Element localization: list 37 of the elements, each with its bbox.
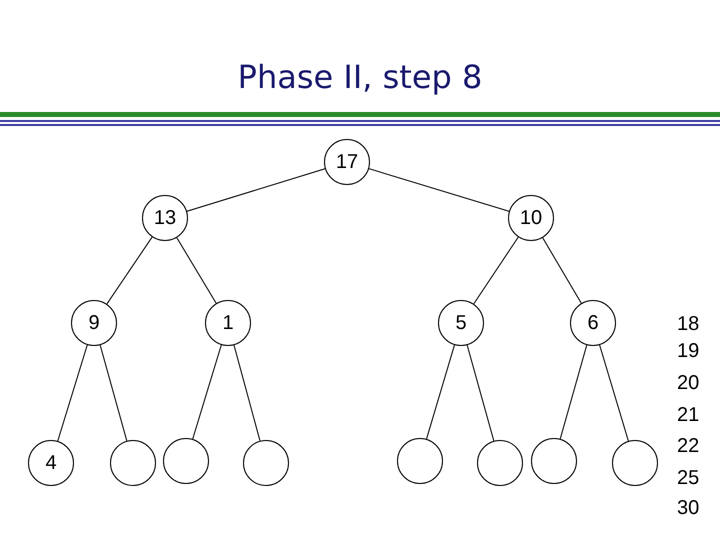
tree-edge: [176, 237, 217, 304]
tree-edge: [599, 344, 629, 442]
tree-node: 10: [508, 195, 554, 241]
sorted-value: 18: [677, 313, 700, 336]
tree-node: 9: [71, 300, 117, 346]
empty-tree-node: [163, 438, 209, 484]
tree-node: 17: [324, 139, 370, 185]
tree-edge: [560, 344, 588, 440]
tree-edge: [466, 344, 494, 442]
tree-node: 6: [570, 300, 616, 346]
tree-edge: [186, 168, 326, 212]
tree-edge: [368, 168, 510, 212]
empty-tree-node: [612, 440, 658, 486]
tree-node: 4: [28, 440, 74, 486]
sorted-value: 19: [677, 340, 700, 363]
tree-node: 13: [142, 195, 188, 241]
empty-tree-node: [397, 438, 443, 484]
tree-node: 5: [438, 300, 484, 346]
sorted-value: 20: [677, 372, 700, 395]
empty-tree-node: [531, 438, 577, 484]
tree-node: 1: [205, 300, 251, 346]
tree-edge: [234, 344, 260, 442]
empty-tree-node: [110, 440, 156, 486]
sorted-value: 25: [677, 467, 700, 490]
tree-edge: [100, 344, 128, 442]
empty-tree-node: [243, 440, 289, 486]
sorted-value: 22: [677, 435, 700, 458]
tree-edge: [192, 344, 222, 440]
tree-edge: [106, 236, 153, 304]
sorted-value: 30: [677, 497, 700, 520]
empty-tree-node: [477, 440, 523, 486]
tree-edge: [542, 237, 582, 304]
tree-edge: [57, 344, 88, 442]
tree-edge: [426, 344, 455, 440]
title: Phase II, step 8: [236, 58, 484, 96]
tree-edge: [473, 236, 519, 304]
sorted-value: 21: [677, 404, 700, 427]
